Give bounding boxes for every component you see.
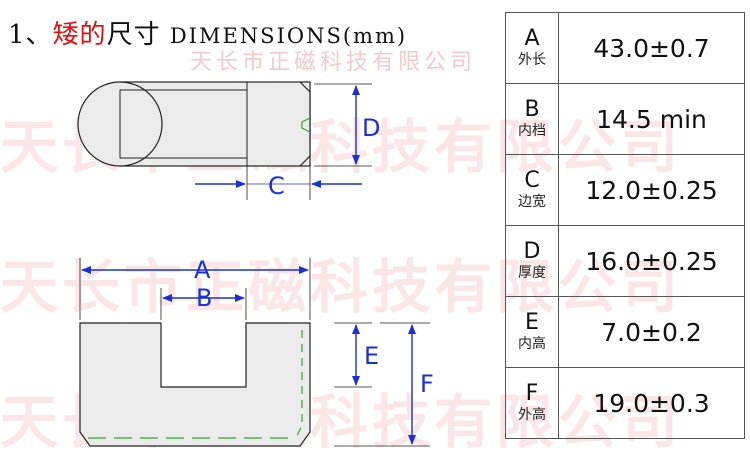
dimension-B: B <box>160 284 247 320</box>
row-letter: E <box>525 310 539 335</box>
row-value: 12.0±0.25 <box>558 154 745 226</box>
front-view-body <box>79 322 311 447</box>
label-F: F <box>420 370 434 398</box>
row-name: 厚度 <box>518 265 546 281</box>
row-name: 外高 <box>518 407 546 423</box>
dimension-C: C <box>195 166 362 200</box>
table-row: C 边宽 12.0±0.25 <box>505 154 745 226</box>
table-row: A 外长 43.0±0.7 <box>505 12 745 84</box>
dimension-E: E <box>334 322 379 388</box>
table-row: F 外高 19.0±0.3 <box>505 367 745 439</box>
row-letter: B <box>524 97 540 122</box>
row-key: F 外高 <box>505 367 559 439</box>
row-key: C 边宽 <box>505 154 559 226</box>
dimension-D: D <box>314 83 380 167</box>
front-view-hidden-edge <box>295 330 303 439</box>
dimension-F: F <box>334 322 434 447</box>
row-key: A 外长 <box>505 12 559 84</box>
row-value: 7.0±0.2 <box>558 296 745 368</box>
row-value: 16.0±0.25 <box>558 225 745 297</box>
table-row: B 内档 14.5 min <box>505 83 745 155</box>
row-key: D 厚度 <box>505 225 559 297</box>
label-B: B <box>196 284 212 312</box>
row-letter: F <box>525 381 539 406</box>
table-row: D 厚度 16.0±0.25 <box>505 225 745 297</box>
table-row: E 内高 7.0±0.2 <box>505 296 745 368</box>
row-letter: D <box>523 239 541 264</box>
row-key: E 内高 <box>505 296 559 368</box>
row-letter: C <box>524 168 540 193</box>
row-name: 内档 <box>518 123 546 139</box>
label-E: E <box>364 342 379 370</box>
title-rest: 尺寸 <box>106 20 161 50</box>
row-value: 14.5 min <box>558 83 745 155</box>
row-key: B 内档 <box>505 83 559 155</box>
label-A: A <box>194 256 211 284</box>
row-name: 内高 <box>518 336 546 352</box>
row-value: 19.0±0.3 <box>558 367 745 439</box>
row-name: 外长 <box>518 52 546 68</box>
title-highlight: 矮的 <box>52 20 107 50</box>
title-english: DIMENSIONS(mm) <box>169 24 408 48</box>
row-letter: A <box>524 26 540 51</box>
top-view-notch <box>301 117 311 133</box>
label-D: D <box>362 114 380 142</box>
front-view <box>79 322 311 447</box>
label-C: C <box>268 172 285 200</box>
dimension-spec-table: A 外长 43.0±0.7 B 内档 14.5 min C 边宽 12.0±0.… <box>505 12 745 439</box>
page-title: 1、矮的尺寸 DIMENSIONS(mm) <box>8 14 407 51</box>
top-view <box>77 81 311 167</box>
dimension-A: A <box>79 256 311 320</box>
company-watermark-text: 天长市正磁科技有限公司 <box>190 50 477 75</box>
row-name: 边宽 <box>518 194 546 210</box>
row-value: 43.0±0.7 <box>558 12 745 84</box>
title-number: 1、 <box>8 20 53 50</box>
